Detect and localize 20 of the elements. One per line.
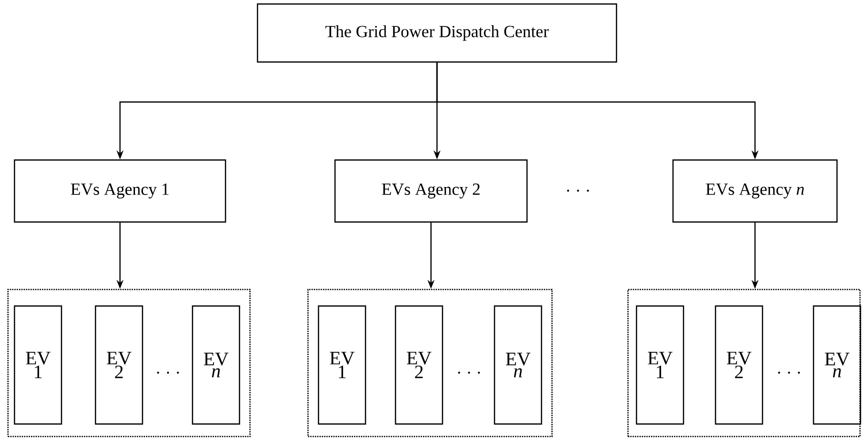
ellipsis: · · · — [157, 372, 179, 374]
agency-box: EVs Agency 1 — [14, 159, 226, 223]
ev-box: EV 2 — [94, 305, 144, 425]
dotted-group-box — [627, 288, 861, 438]
ev-box: EV 1 — [14, 305, 62, 425]
ev-box: EV 1 — [318, 305, 366, 425]
agency-box: EVs Agency 2 — [334, 159, 528, 223]
ev-box: EV n — [812, 305, 862, 425]
ev-box: EV 2 — [394, 305, 444, 425]
ev-box: EV n — [494, 305, 542, 425]
ellipsis: · · · — [778, 372, 800, 374]
ellipsis: · · · — [567, 190, 589, 192]
ev-box: EV 2 — [714, 305, 764, 425]
dispatch-center-box: The Grid Power Dispatch Center — [256, 3, 618, 63]
ev-box: EV 1 — [636, 305, 684, 425]
ellipsis: · · · — [458, 372, 480, 374]
agency-box: EVs Agency n — [672, 159, 838, 223]
dotted-group-box — [7, 288, 251, 438]
dotted-group-box — [307, 288, 553, 438]
ev-box: EV n — [192, 305, 240, 425]
